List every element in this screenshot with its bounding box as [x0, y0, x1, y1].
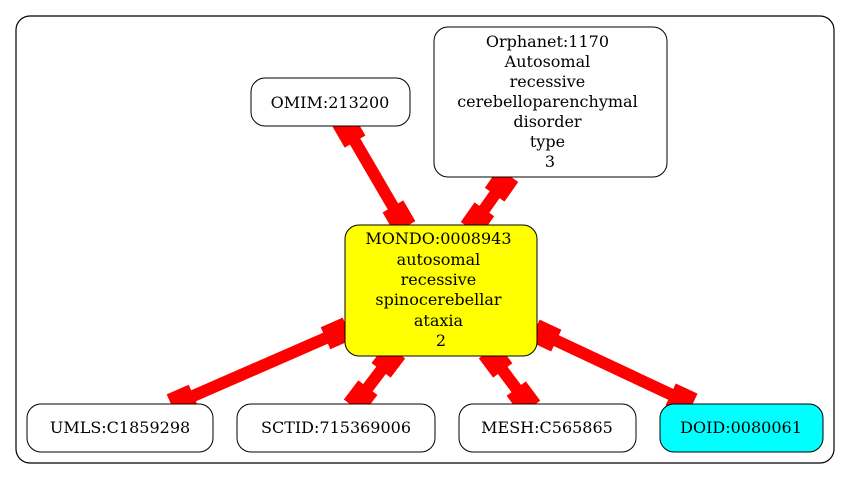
node-mesh-label: MESH:C565865	[481, 418, 613, 437]
node-center-label: MONDO:0008943 autosomal recessive spinoc…	[365, 229, 516, 350]
node-mesh-box	[458, 403, 637, 453]
node-center[interactable]: MONDO:0008943 autosomal recessive spinoc…	[344, 224, 538, 357]
edge-umls-line	[174, 325, 345, 409]
edge-omim-line	[340, 122, 408, 226]
node-sctid-box	[236, 403, 436, 453]
edge-umls-end-cap	[320, 317, 353, 350]
node-sctid-label: SCTID:715369006	[261, 418, 411, 437]
node-omim-label: OMIM:213200	[271, 93, 390, 112]
node-umls-box	[26, 403, 214, 453]
node-omim-box	[250, 77, 411, 127]
node-orphanet[interactable]: Orphanet:1170 Autosomal recessive cerebe…	[433, 26, 668, 178]
node-omim[interactable]: OMIM:213200	[250, 77, 411, 127]
node-orphanet-box	[433, 26, 668, 178]
node-doid-box	[659, 403, 824, 453]
node-doid-label: DOID:0080061	[680, 418, 802, 437]
node-umls[interactable]: UMLS:C1859298	[26, 403, 214, 453]
node-doid[interactable]: DOID:0080061	[659, 403, 824, 453]
node-umls-label: UMLS:C1859298	[50, 418, 190, 437]
edge-doid-line	[537, 327, 690, 408]
node-sctid[interactable]: SCTID:715369006	[236, 403, 436, 453]
node-center-box	[344, 224, 538, 357]
node-orphanet-label: Orphanet:1170 Autosomal recessive cerebe…	[457, 32, 643, 171]
node-mesh[interactable]: MESH:C565865	[458, 403, 637, 453]
